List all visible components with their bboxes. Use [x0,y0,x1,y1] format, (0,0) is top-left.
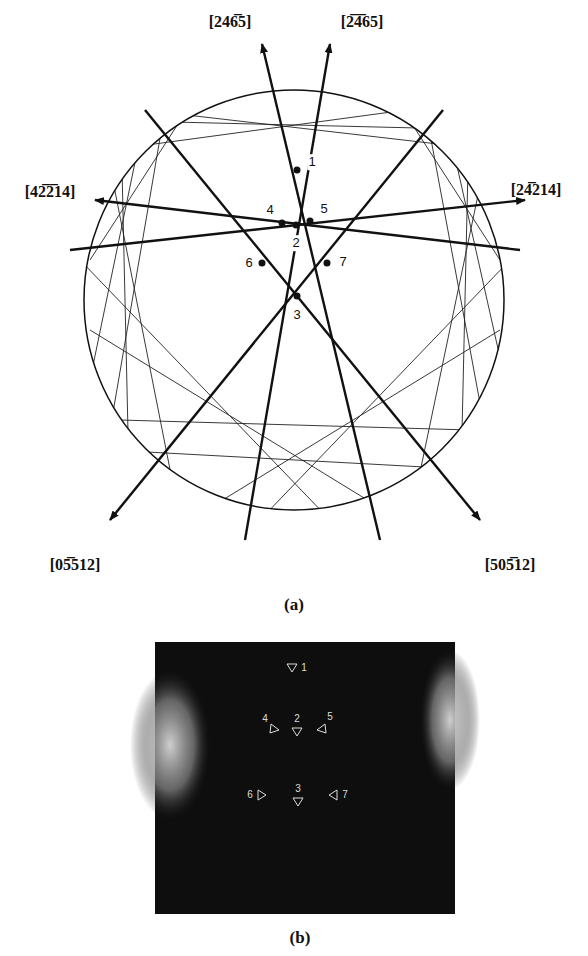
zone-axis-label: [2̅4̅65] [341,12,384,31]
callout-number: 7 [338,254,347,270]
pole-dots [259,167,331,300]
zone-axis-label: [246̅5] [209,12,252,31]
micrograph [130,642,480,914]
callout-number: 1 [307,154,316,170]
kikuchi-thin-lines [80,80,510,520]
zone-lines [70,44,525,540]
zone-axis-label: [24̅214] [511,180,562,199]
callout-number: 6 [247,789,253,801]
callout-number: 3 [295,783,301,795]
zone-axis-label: [42̅2̅14] [25,182,76,201]
callout-number: 6 [244,255,253,271]
zone-axis-label: [05̅512] [50,555,101,574]
callout-number: 4 [265,202,274,218]
callout-number: 5 [319,201,328,217]
callout-number: 3 [292,307,301,323]
zone-axis-label: [505̅12] [485,555,536,574]
callout-number: 2 [294,713,300,725]
callout-number: 5 [327,711,333,723]
callout-number: 1 [301,662,307,674]
callout-number: 2 [291,235,300,251]
diffraction-circle [84,90,504,510]
callout-number: 7 [342,789,348,801]
callout-number: 4 [262,713,268,725]
panel-label: (b) [290,928,311,948]
panel-label: (a) [284,595,304,615]
